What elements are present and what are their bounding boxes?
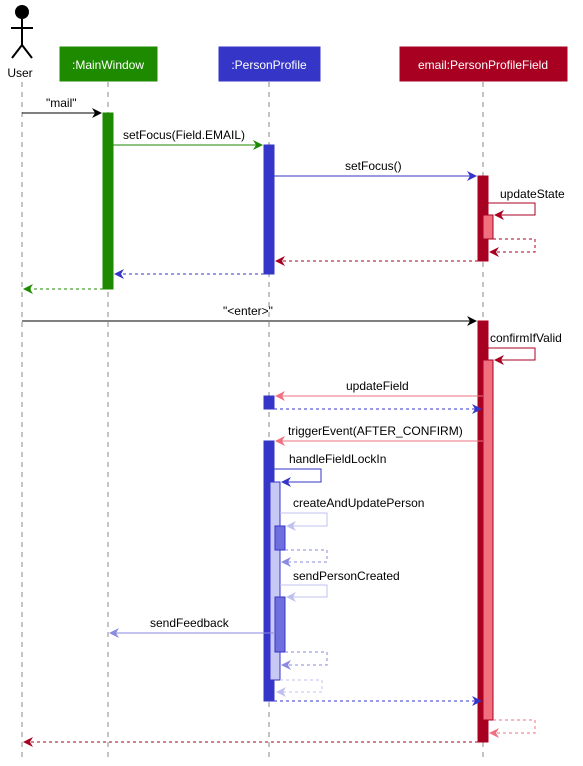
participant-personprofile: :PersonProfile: [218, 46, 321, 82]
participant-mainwindow: :MainWindow: [59, 46, 158, 82]
message-label-triggerevent: triggerEvent(AFTER_CONFIRM): [288, 424, 463, 438]
return-confirmifvalid: [489, 719, 536, 738]
message-label-createandupdateperson: createAndUpdatePerson: [293, 496, 424, 510]
participant-label-mainwindow: :MainWindow: [72, 58, 144, 72]
participant-field: email:PersonProfileField: [399, 46, 568, 82]
message-sendfeedback: sendFeedback: [109, 616, 275, 638]
message-updatefield: updateField: [275, 379, 483, 401]
message-createandupdateperson: createAndUpdatePerson: [280, 496, 424, 531]
return-updatestate: [489, 238, 536, 257]
message-sendpersoncreated: sendPersonCreated: [280, 569, 400, 602]
message-handlefieldlockin: handleFieldLockIn: [274, 452, 386, 487]
participant-label-personprofile: :PersonProfile: [231, 58, 307, 72]
message-label-handlefieldlockin: handleFieldLockIn: [289, 452, 386, 466]
participant-user: User: [7, 5, 33, 80]
message-confirmifvalid: confirmIfValid: [488, 331, 562, 365]
return-sendpersoncreated: [281, 651, 328, 670]
message-updatestate: updateState: [488, 187, 565, 220]
participant-label-field: email:PersonProfileField: [418, 58, 548, 72]
activation-personprofile-createupdate: [274, 525, 286, 551]
activation-personprofile-sendcreated: [274, 596, 286, 653]
message-enter: "<enter>": [22, 304, 477, 326]
message-label-updatestate: updateState: [500, 187, 565, 201]
message-label-enter: "<enter>": [223, 304, 273, 318]
activation-mainwindow: [102, 112, 114, 290]
activation-field-2-nested: [482, 359, 494, 721]
message-label-mail: "mail": [46, 96, 77, 110]
message-setfocus-email: setFocus(Field.EMAIL): [113, 128, 263, 150]
message-label-setfocus: setFocus(): [345, 159, 402, 173]
message-label-sendfeedback: sendFeedback: [150, 616, 230, 630]
activation-personprofile-3-nested: [269, 481, 281, 681]
message-label-confirmifvalid: confirmIfValid: [490, 331, 562, 345]
message-label-setfocus-email: setFocus(Field.EMAIL): [123, 128, 245, 142]
message-setfocus: setFocus(): [274, 159, 477, 181]
activation-personprofile-2: [263, 395, 275, 410]
activation-field-1-nested: [482, 214, 494, 240]
activation-personprofile-1: [263, 144, 275, 275]
message-triggerevent: triggerEvent(AFTER_CONFIRM): [275, 424, 483, 446]
message-label-sendpersoncreated: sendPersonCreated: [293, 569, 400, 583]
return-handlefieldlockin: [276, 679, 323, 697]
return-createandupdateperson: [281, 549, 328, 567]
participant-label-user: User: [7, 66, 32, 80]
message-label-updatefield: updateField: [346, 379, 409, 393]
actor-icon: [11, 5, 33, 59]
message-mail: "mail": [22, 96, 102, 118]
